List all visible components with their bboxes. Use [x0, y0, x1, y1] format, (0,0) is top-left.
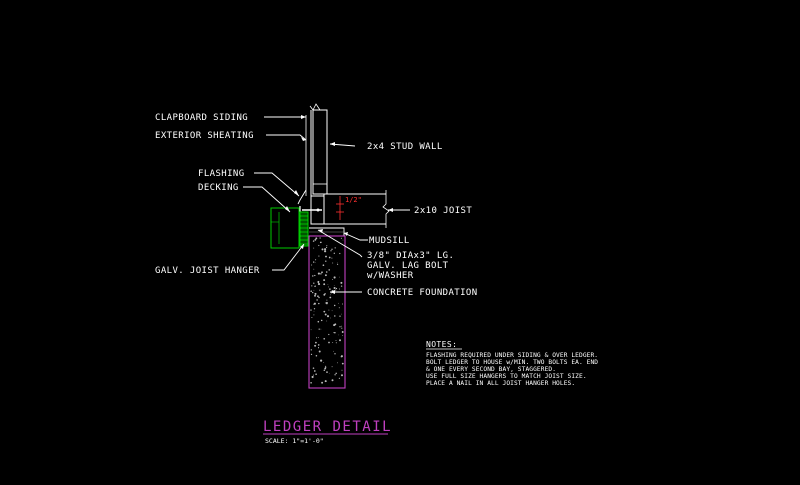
- notes-line-3: & ONE EVERY SECOND BAY, STAGGERED.: [426, 366, 556, 373]
- label-decking: DECKING: [198, 183, 239, 193]
- notes-block: NOTES: FLASHING REQUIRED UNDER SIDING & …: [426, 340, 598, 387]
- label-clapboard-siding: CLAPBOARD SIDING: [155, 113, 248, 123]
- leader-lines: [243, 115, 410, 294]
- stud-wall: [305, 103, 328, 196]
- label-joist-hanger: GALV. JOIST HANGER: [155, 266, 260, 276]
- label-lag-bolt-line-1: 3/8" DIAx3" LG.: [367, 251, 454, 261]
- label-exterior-sheathing: EXTERIOR SHEATING: [155, 131, 254, 141]
- notes-line-4: USE FULL SIZE HANGERS TO MATCH JOIST SIZ…: [426, 373, 587, 380]
- joist-hanger: [299, 211, 309, 247]
- notes-line-5: PLACE A NAIL IN ALL JOIST HANGER HOLES.: [426, 380, 575, 387]
- dimension-half-inch: 1/2": [336, 196, 362, 220]
- drawing-title: LEDGER DETAIL: [263, 419, 392, 435]
- label-flashing: FLASHING: [198, 169, 245, 179]
- notes-line-1: FLASHING REQUIRED UNDER SIDING & OVER LE…: [426, 352, 598, 359]
- label-mudsill: MUDSILL: [369, 236, 410, 246]
- label-joist: 2x10 JOIST: [414, 206, 472, 216]
- label-lag-bolt-line-3: w/WASHER: [367, 271, 414, 281]
- flashing: [297, 189, 307, 205]
- notes-line-2: BOLT LEDGER TO HOUSE w/MIN. TWO BOLTS EA…: [426, 359, 598, 366]
- decking: [270, 207, 300, 249]
- concrete-foundation: [308, 235, 346, 389]
- notes-heading: NOTES:: [426, 340, 457, 349]
- label-lag-bolt-line-2: GALV. LAG BOLT: [367, 261, 449, 271]
- drawing-scale: SCALE: 1"=1'-0": [265, 437, 324, 445]
- title-block: LEDGER DETAIL SCALE: 1"=1'-0": [263, 419, 392, 445]
- label-stud-wall: 2x4 STUD WALL: [367, 142, 443, 152]
- dimension-label: 1/2": [345, 196, 362, 204]
- label-concrete-foundation: CONCRETE FOUNDATION: [367, 288, 478, 298]
